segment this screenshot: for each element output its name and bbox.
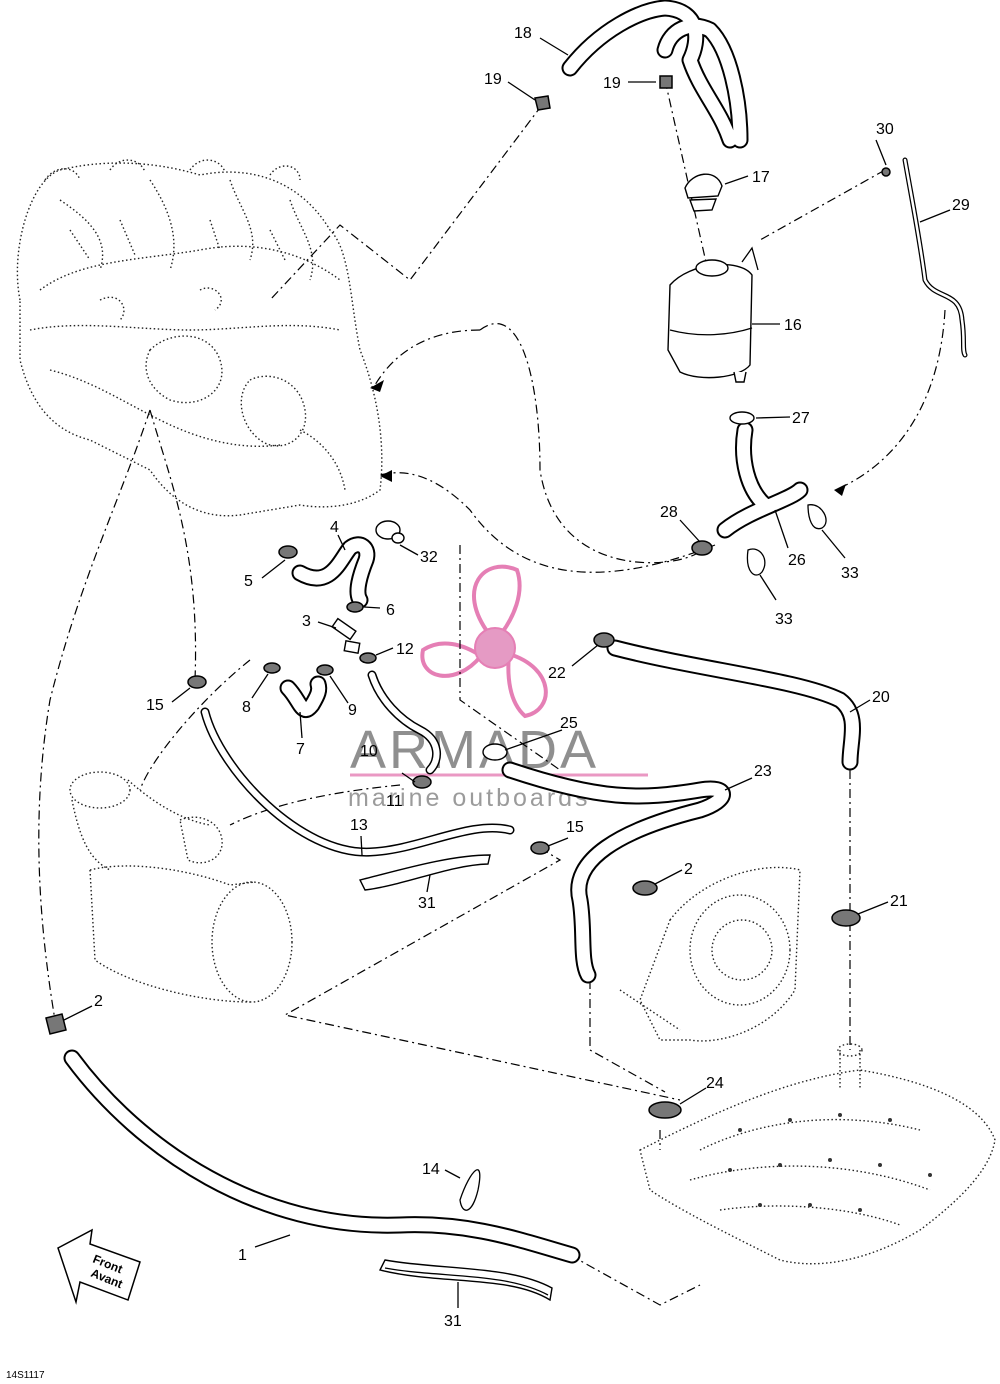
flow-arrowheads: [370, 380, 846, 496]
fitting-19-right: [659, 75, 673, 89]
callout-7: 7: [296, 741, 305, 758]
callout-4: 4: [330, 519, 339, 536]
muffler: [69, 771, 293, 1003]
callout-12: 12: [396, 641, 414, 658]
callout-8: 8: [242, 699, 251, 716]
callout-10: 10: [360, 743, 378, 760]
fitting-19-left: [534, 95, 551, 111]
clamp-24: [648, 1101, 682, 1119]
fitting-30: [881, 167, 891, 177]
callout-3: 3: [302, 613, 311, 630]
routing-lines: [38, 79, 946, 1306]
clamp-6: [346, 601, 364, 613]
callout-33-left: 33: [775, 611, 793, 628]
callout-2-lower: 2: [94, 993, 103, 1010]
clamp-8: [263, 662, 281, 674]
callout-27: 27: [792, 410, 810, 427]
clamp-15-upper: [187, 675, 207, 689]
callout-31-lower: 31: [444, 1313, 462, 1330]
callout-14: 14: [422, 1161, 440, 1178]
callout-18: 18: [514, 25, 532, 42]
hose-10: [367, 670, 441, 775]
propeller-logo: [420, 564, 548, 719]
clamp-15-lower: [530, 841, 550, 855]
clamp-21: [831, 909, 861, 927]
callout-6: 6: [386, 602, 395, 619]
callout-11: 11: [386, 793, 403, 810]
watermark: ARMADA marine outboards: [348, 564, 648, 812]
callout-19-left: 19: [484, 71, 502, 88]
callout-22: 22: [548, 665, 566, 682]
callout-16: 16: [784, 317, 802, 334]
clamp-11: [412, 775, 432, 789]
callout-17: 17: [752, 169, 770, 186]
clamp-12: [359, 652, 377, 664]
hose-1: [63, 1049, 581, 1264]
callout-15-upper: 15: [146, 697, 164, 714]
watermark-brand: ARMADA: [350, 720, 599, 780]
callout-2-upper: 2: [684, 861, 693, 878]
callout-25: 25: [560, 715, 578, 732]
callout-33-right: 33: [841, 565, 859, 582]
callout-28: 28: [660, 504, 678, 521]
tie-33-left: [746, 548, 766, 576]
tie-33-right: [807, 504, 827, 530]
clamp-2-upper: [632, 880, 658, 896]
hose-31-upper: [358, 854, 491, 891]
hose-26: [716, 421, 809, 539]
callout-23: 23: [754, 763, 772, 780]
clamp-9: [316, 664, 334, 676]
t-fitting-3: [331, 617, 361, 654]
callouts: 18 19 19 17 30 29 16 27 28 26 33 33 4 5 …: [94, 25, 970, 1330]
leader-lines: [63, 37, 951, 1308]
callout-1: 1: [238, 1247, 247, 1264]
callout-20: 20: [872, 689, 890, 706]
front-arrow: Front Avant: [57, 1228, 141, 1305]
coolant-reservoir: [667, 246, 759, 383]
reservoir-cap: [684, 173, 723, 212]
clamp-27: [729, 411, 755, 425]
callout-13: 13: [350, 817, 368, 834]
callout-19-right: 19: [603, 75, 621, 92]
elbow-32: [375, 520, 405, 544]
hose-23: [501, 761, 731, 984]
hose-29: [902, 157, 968, 358]
callout-30: 30: [876, 121, 894, 138]
hose-4: [291, 536, 376, 609]
engine-block: [16, 159, 383, 517]
clamp-22: [593, 632, 615, 648]
hose-13: [200, 707, 515, 857]
clamp-25: [482, 743, 508, 761]
callout-5: 5: [244, 573, 253, 590]
callout-15-lower: 15: [566, 819, 584, 836]
callout-26: 26: [788, 552, 806, 569]
hose-20: [606, 639, 861, 771]
ride-plate: [639, 1043, 996, 1265]
callout-29: 29: [952, 197, 970, 214]
clamp-5: [278, 545, 298, 559]
callout-31-upper: 31: [418, 895, 436, 912]
tie-14: [459, 1169, 481, 1211]
ride-plate-bolts: [728, 1113, 932, 1212]
callout-24: 24: [706, 1075, 724, 1092]
clamp-28: [691, 540, 713, 556]
fitting-2-lower: [45, 1013, 67, 1035]
hose-18: [561, 0, 749, 149]
hose-7: [279, 675, 328, 719]
callout-32: 32: [420, 549, 438, 566]
callout-9: 9: [348, 702, 357, 719]
pump-housing: [619, 866, 801, 1042]
hose-31-lower: [378, 1259, 553, 1302]
drawing-code: 14S1117: [6, 1370, 45, 1381]
callout-21: 21: [890, 893, 908, 910]
